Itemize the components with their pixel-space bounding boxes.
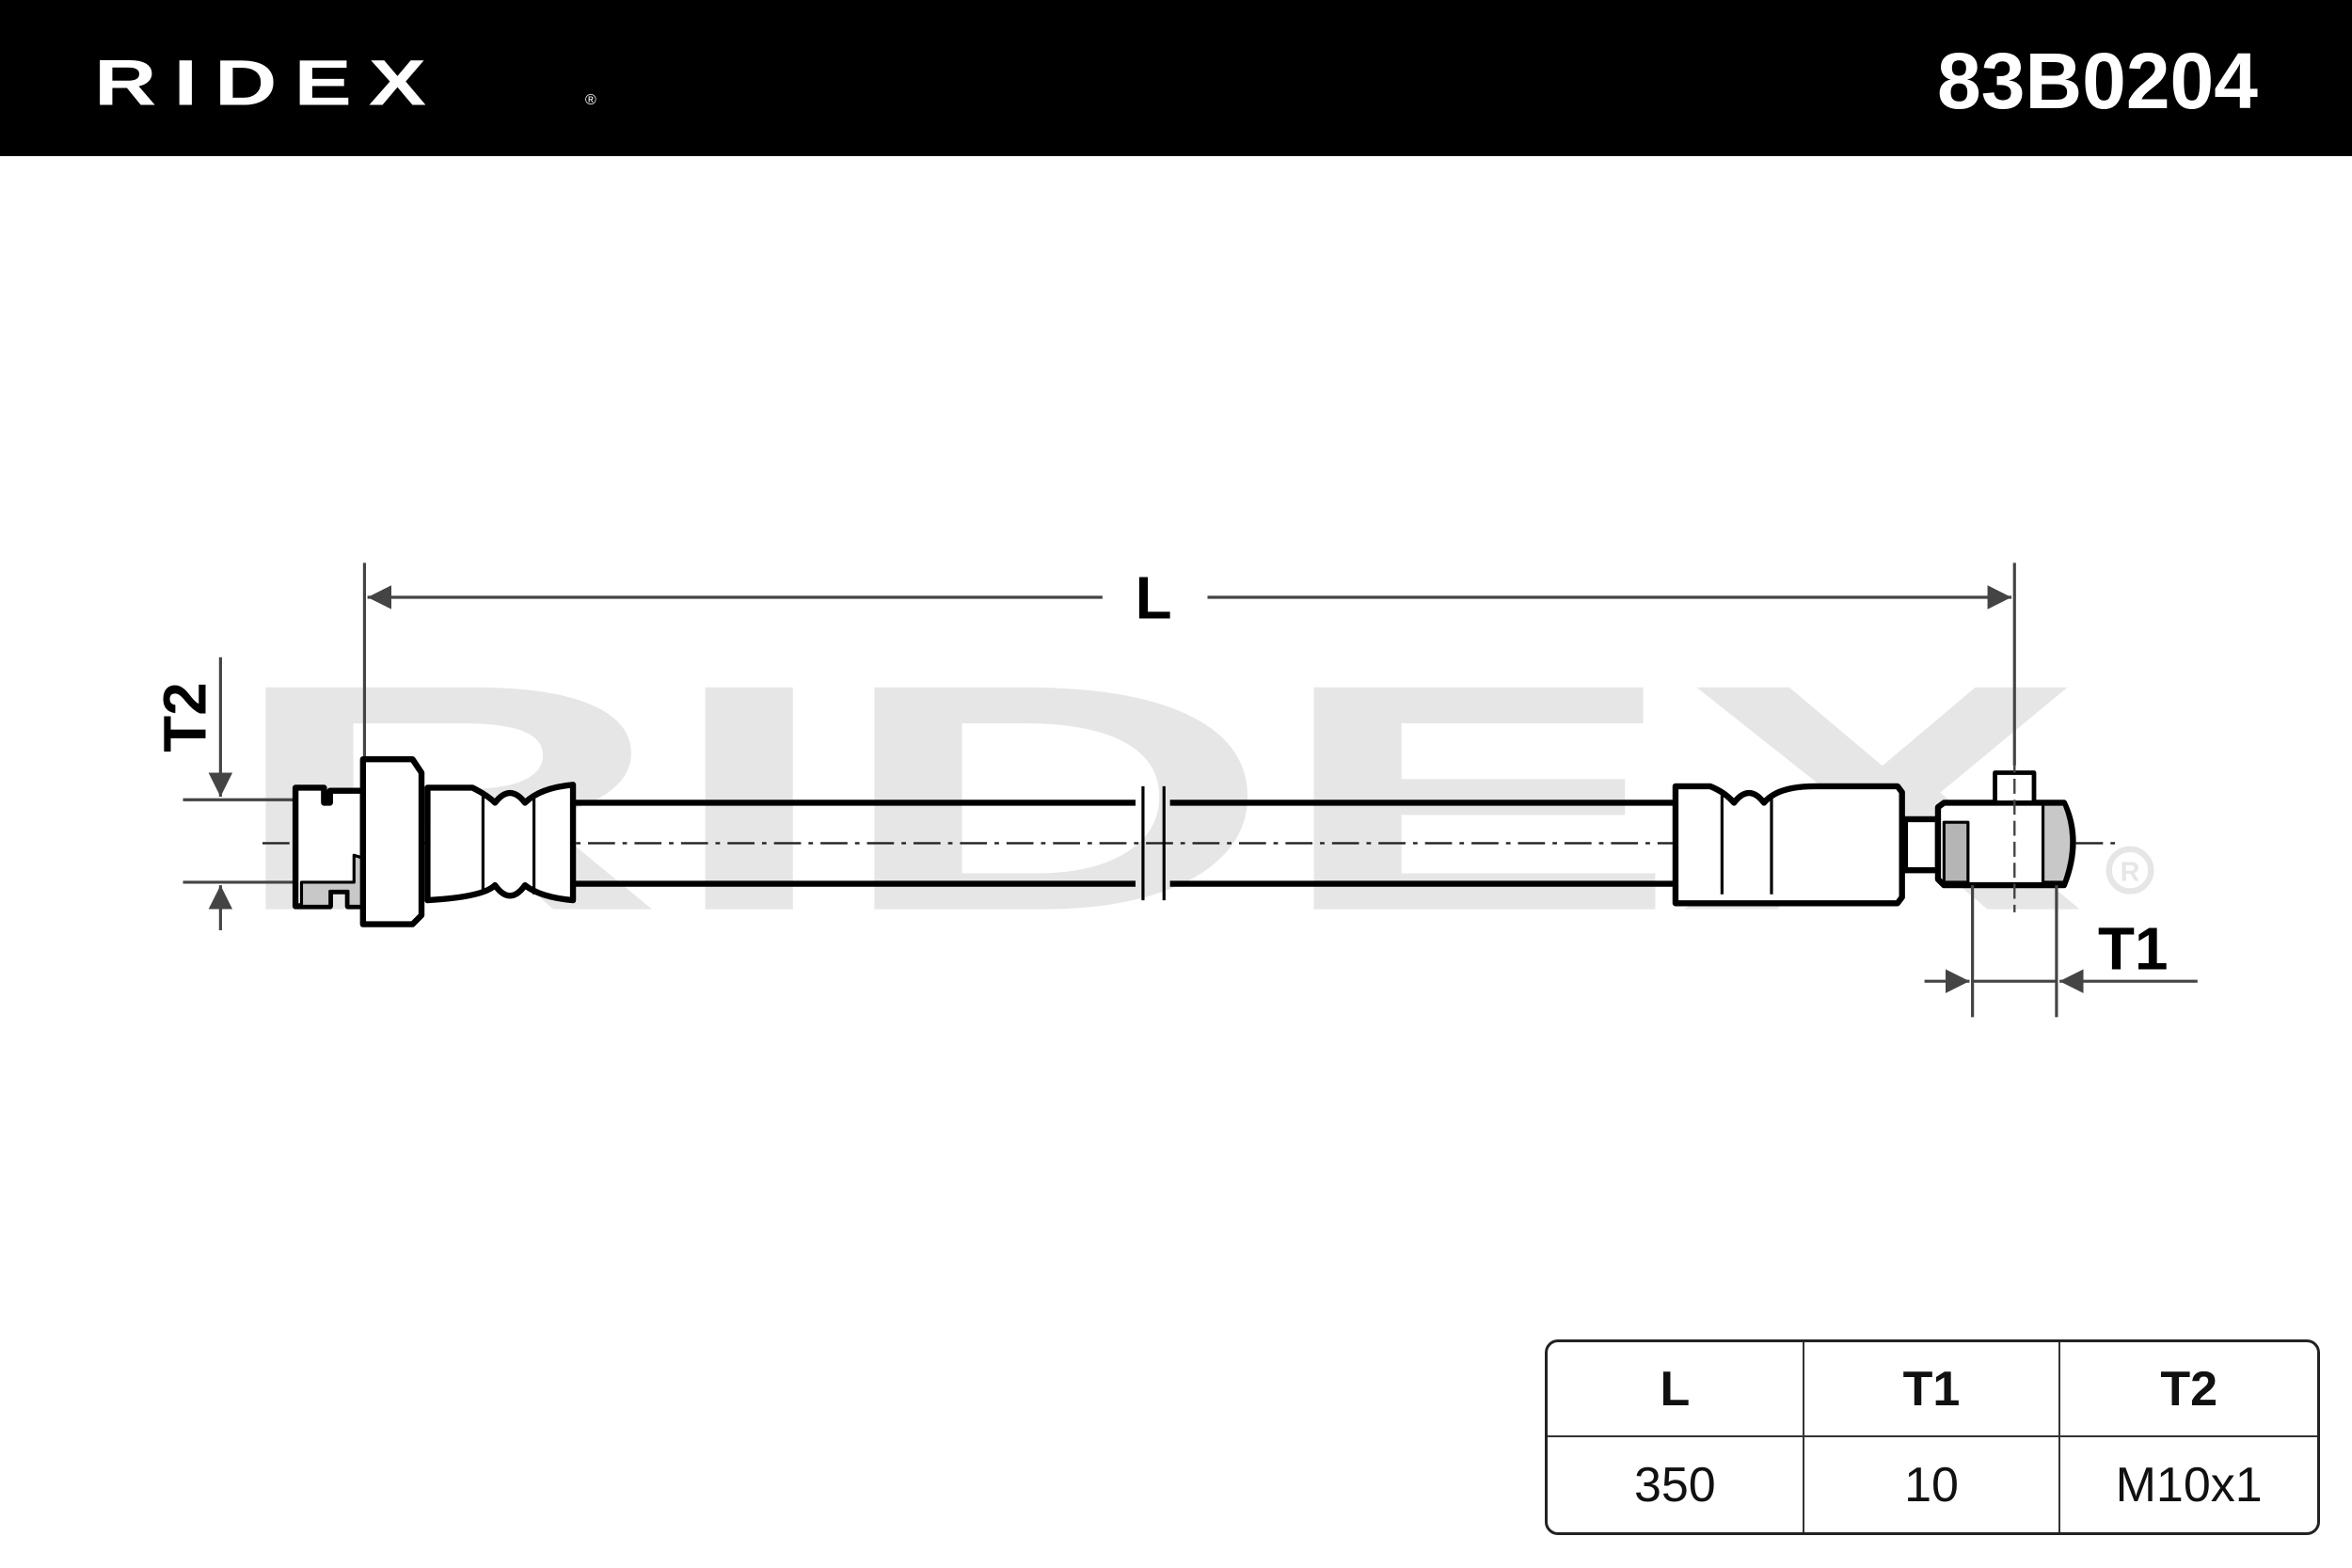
t1-label: T1 (2098, 914, 2168, 982)
length-label: L (1136, 563, 1172, 631)
svg-text:R: R (2121, 857, 2140, 887)
t2-dimension (183, 657, 300, 930)
table-value-t1: 10 (1804, 1437, 2061, 1532)
length-dimension (362, 562, 2016, 781)
right-fitting (1672, 757, 2076, 912)
spec-table: L T1 T2 350 10 M10x1 (1545, 1339, 2320, 1535)
table-value-l: 350 (1548, 1437, 1804, 1532)
registered-mark: ® (585, 92, 596, 108)
brand-logo: RIDEX (94, 46, 444, 119)
left-fitting (292, 756, 577, 927)
t1-dimension (1924, 885, 2198, 1018)
part-number: 83B0204 (1937, 37, 2258, 125)
t2-label: T2 (151, 682, 218, 752)
table-header-t2: T2 (2060, 1342, 2317, 1437)
header-bar: RIDEX ® 83B0204 (0, 0, 2352, 156)
hose (574, 785, 1676, 901)
table-header-l: L (1548, 1342, 1804, 1437)
watermark-registered-icon: R (2106, 846, 2154, 895)
table-header-t1: T1 (1804, 1342, 2061, 1437)
table-value-t2: M10x1 (2115, 1457, 2263, 1513)
